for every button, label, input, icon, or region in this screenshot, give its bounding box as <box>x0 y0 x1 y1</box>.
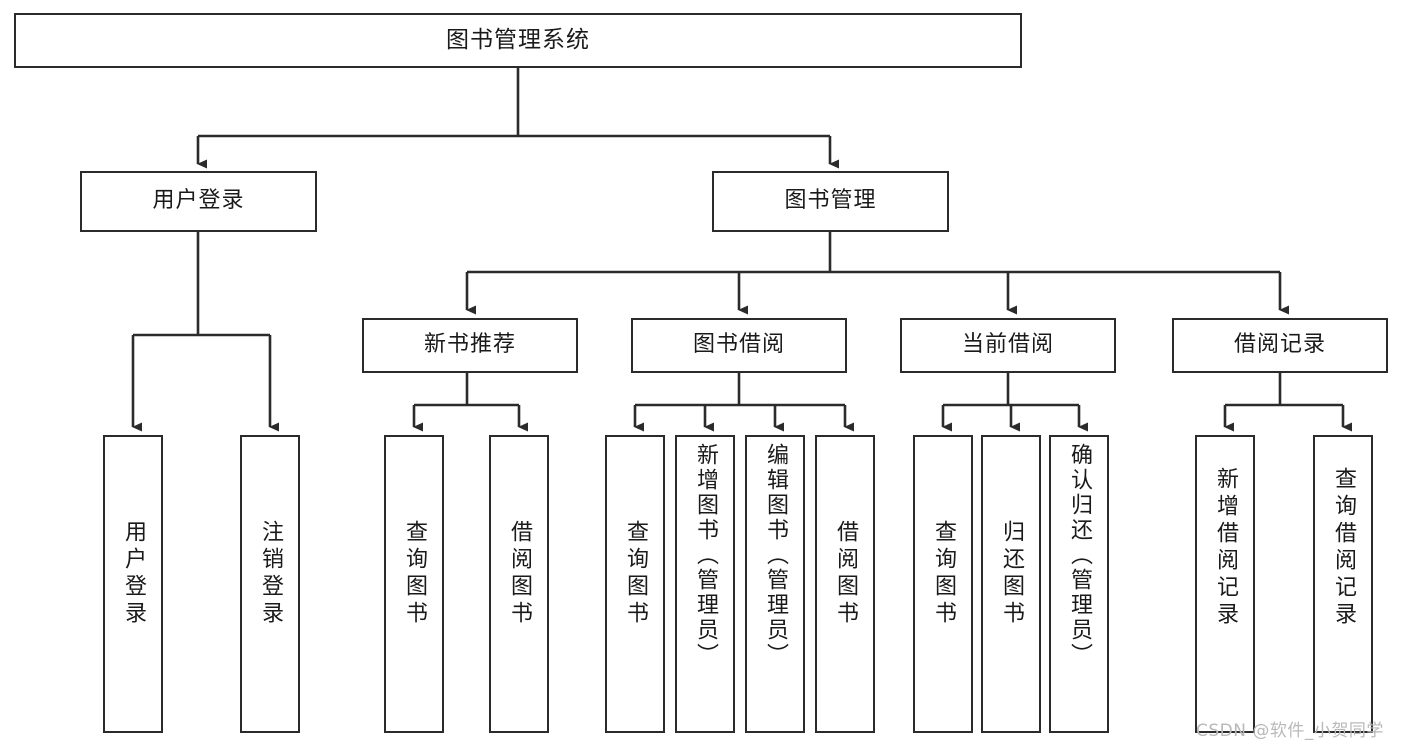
node-root[interactable]: 图书管理系统 <box>14 13 1022 68</box>
node-borrow-record[interactable]: 借阅记录 <box>1172 318 1388 373</box>
node-leaf-logout-login-label: 注销登录 <box>258 520 283 628</box>
node-user-login-label: 用户登录 <box>152 188 245 214</box>
node-book-borrow[interactable]: 图书借阅 <box>631 318 847 373</box>
node-leaf-logout-login[interactable]: 注销登录 <box>240 435 300 733</box>
node-leaf-query-record[interactable]: 查询借阅记录 <box>1313 435 1373 733</box>
node-new-book-recommend[interactable]: 新书推荐 <box>362 318 578 373</box>
node-leaf-add-book[interactable]: 新增图书（管理员） <box>675 435 735 733</box>
node-leaf-edit-book-label: 编辑图书（管理员） <box>763 443 788 668</box>
node-leaf-edit-book[interactable]: 编辑图书（管理员） <box>745 435 805 733</box>
node-leaf-query-book-3[interactable]: 查询图书 <box>913 435 973 733</box>
node-leaf-add-record-label: 新增借阅记录 <box>1213 467 1238 629</box>
node-book-manage[interactable]: 图书管理 <box>712 171 949 232</box>
node-leaf-borrow-book-1[interactable]: 借阅图书 <box>489 435 549 733</box>
node-leaf-query-record-label: 查询借阅记录 <box>1331 467 1356 629</box>
node-leaf-return-book-label: 归还图书 <box>999 520 1024 628</box>
node-leaf-query-book-2-label: 查询图书 <box>623 520 648 628</box>
node-leaf-user-login-label: 用户登录 <box>121 520 146 628</box>
node-leaf-confirm-return[interactable]: 确认归还（管理员） <box>1049 435 1109 733</box>
node-current-borrow-label: 当前借阅 <box>961 332 1054 358</box>
node-root-label: 图书管理系统 <box>446 26 590 53</box>
node-book-manage-label: 图书管理 <box>784 188 877 214</box>
node-leaf-add-book-label: 新增图书（管理员） <box>693 443 718 668</box>
node-leaf-query-book-3-label: 查询图书 <box>931 520 956 628</box>
node-new-book-recommend-label: 新书推荐 <box>423 332 516 358</box>
node-leaf-return-book[interactable]: 归还图书 <box>981 435 1041 733</box>
node-leaf-query-book-2[interactable]: 查询图书 <box>605 435 665 733</box>
node-current-borrow[interactable]: 当前借阅 <box>900 318 1116 373</box>
node-leaf-borrow-book-1-label: 借阅图书 <box>507 520 532 628</box>
node-leaf-add-record[interactable]: 新增借阅记录 <box>1195 435 1255 733</box>
node-leaf-confirm-return-label: 确认归还（管理员） <box>1067 443 1092 668</box>
node-user-login[interactable]: 用户登录 <box>80 171 317 232</box>
node-borrow-record-label: 借阅记录 <box>1233 332 1326 358</box>
node-leaf-query-book-1-label: 查询图书 <box>402 520 427 628</box>
node-leaf-query-book-1[interactable]: 查询图书 <box>384 435 444 733</box>
node-leaf-user-login[interactable]: 用户登录 <box>103 435 163 733</box>
node-leaf-borrow-book-2[interactable]: 借阅图书 <box>815 435 875 733</box>
node-leaf-borrow-book-2-label: 借阅图书 <box>833 520 858 628</box>
csdn-watermark: CSDN @软件_小贺同学 <box>1196 721 1384 741</box>
node-book-borrow-label: 图书借阅 <box>692 332 785 358</box>
